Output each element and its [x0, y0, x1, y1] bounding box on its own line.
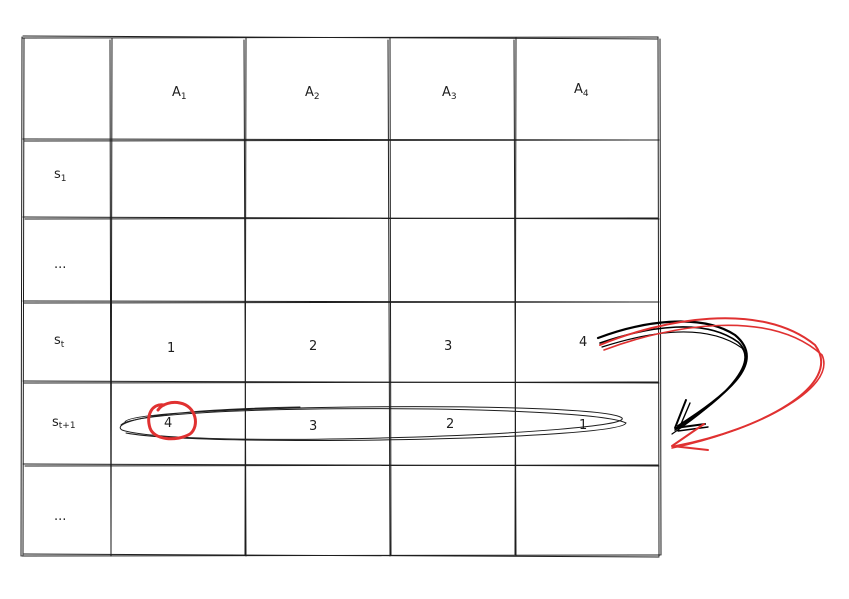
red-circle-highlight [147, 400, 197, 441]
col-header-a4: A4 [574, 82, 589, 99]
red-arrow [599, 317, 825, 451]
column-headers: A1 A2 A3 A4 [172, 82, 589, 102]
cell-st1-a3: 2 [446, 417, 454, 432]
cell-st-a3: 3 [444, 339, 452, 354]
cell-st1-a2: 3 [309, 419, 317, 434]
row-headers: s1 ... st st+1 ... [52, 167, 76, 524]
row-highlight-ellipse [119, 406, 627, 441]
row-st-values: 1 2 3 4 [167, 335, 587, 356]
row-header-st1: st+1 [52, 415, 76, 431]
row-st1-values: 4 3 2 1 [164, 416, 587, 434]
cell-st1-a1: 4 [164, 416, 172, 431]
row-header-s1: s1 [54, 167, 67, 184]
row-header-ellipsis-2: ... [54, 509, 66, 524]
cell-st-a2: 2 [309, 339, 317, 354]
col-header-a3: A3 [442, 85, 457, 102]
row-header-st: st [54, 333, 65, 350]
col-header-a1: A1 [172, 85, 187, 102]
cell-st1-a4: 1 [579, 418, 587, 433]
row-header-ellipsis-1: ... [54, 257, 66, 272]
col-header-a2: A2 [305, 85, 320, 102]
cell-st-a1: 1 [167, 341, 175, 356]
table-grid [20, 35, 662, 558]
cell-st-a4: 4 [579, 335, 587, 350]
